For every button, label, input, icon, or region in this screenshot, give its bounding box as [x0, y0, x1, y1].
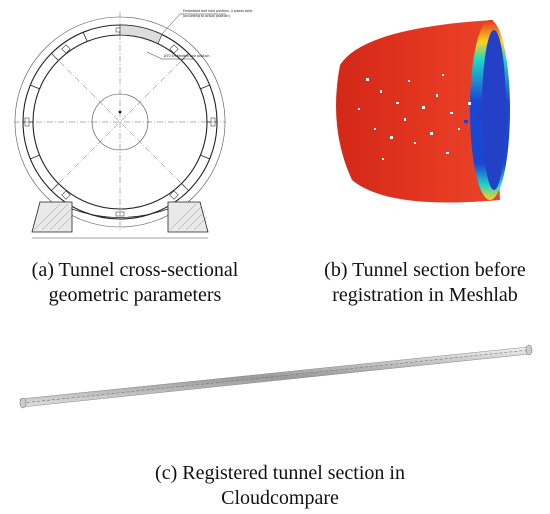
tube-start-cap	[19, 397, 27, 409]
meshlab-tunnel-render	[318, 10, 513, 220]
cloudcompare-svg	[19, 344, 533, 409]
cross-section-svg: Embedded bolt hole position, 4 places to…	[14, 9, 252, 239]
tube-end-cap	[525, 344, 533, 356]
caption-b-line2: registration in Meshlab	[332, 284, 518, 306]
base-hatch	[33, 203, 208, 231]
caption-a-line1: (a) Tunnel cross-sectional	[31, 259, 239, 281]
center-point	[118, 110, 122, 114]
cloudcompare-tunnel-render	[10, 330, 540, 430]
blue-points	[464, 114, 481, 126]
registered-tunnel-tube	[19, 346, 531, 408]
caption-c-line1: (c) Registered tunnel section in	[155, 462, 405, 484]
hatched-segment	[119, 24, 163, 44]
annotation-bolt-position: Ø70 Embedded bolt position	[164, 53, 209, 58]
caption-b: (b) Tunnel section before registration i…	[300, 258, 550, 308]
annotation-bolt-hole: Embedded bolt hole position, 4 places to…	[183, 9, 252, 13]
point-gaps	[358, 74, 471, 160]
meshlab-svg	[336, 20, 510, 203]
inner-circle	[91, 93, 149, 151]
caption-a: (a) Tunnel cross-sectional geometric par…	[0, 258, 270, 308]
right-base	[167, 201, 209, 233]
caption-c: (c) Registered tunnel section in Cloudco…	[120, 461, 440, 511]
center-lines	[14, 12, 226, 232]
tunnel-outer-surface	[336, 20, 500, 203]
caption-b-line1: (b) Tunnel section before	[324, 259, 526, 281]
caption-c-line2: Cloudcompare	[221, 487, 339, 509]
left-base	[31, 201, 73, 233]
annotation-leaders	[146, 13, 226, 60]
annotation-actual-position: (according to actual position)	[183, 14, 230, 18]
cross-section-drawing: Embedded bolt hole position, 4 places to…	[12, 4, 257, 244]
caption-a-line2: geometric parameters	[48, 284, 222, 306]
invert-arc	[71, 208, 169, 218]
tunnel-interior	[482, 30, 506, 190]
